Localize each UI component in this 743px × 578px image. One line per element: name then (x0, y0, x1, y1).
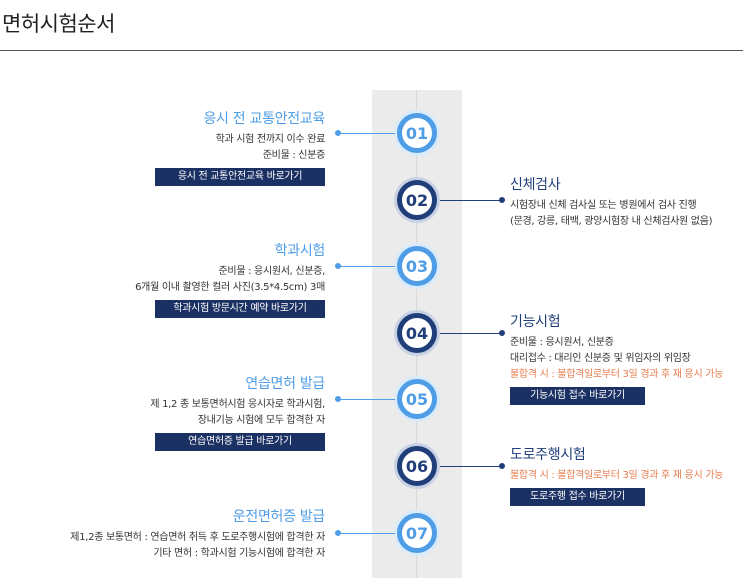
step-connector (340, 133, 395, 134)
step-link-button[interactable]: 기능시험 접수 바로가기 (510, 387, 645, 405)
step-link-button[interactable]: 연습면허증 발급 바로가기 (155, 433, 325, 451)
page-title: 면허시험순서 (2, 12, 115, 36)
step-circle-06: 06 (397, 446, 437, 486)
title-divider (0, 50, 743, 51)
step-connector-dot (499, 197, 505, 203)
step-circle-03: 03 (397, 246, 437, 286)
step-description-line: 제1,2종 보통면허 : 연습면허 취득 후 도로주행시험에 합격한 자 (70, 532, 325, 543)
step-button-row: 기능시험 접수 바로가기 (510, 383, 723, 405)
step-description-line: 대리접수 : 대리인 신분증 및 위임자의 위임장 (510, 353, 691, 364)
step-description-line: 시험장내 신체 검사실 또는 병원에서 검사 진행 (510, 200, 697, 211)
step-connector-dot (335, 130, 341, 136)
step-title: 신체검사 (510, 177, 561, 193)
step-circle-02: 02 (397, 180, 437, 220)
step-button-row: 연습면허증 발급 바로가기 (150, 429, 325, 451)
step-warning-line: 불합격 시 : 불합격일로부터 3일 경과 후 재 응시 가능 (510, 470, 724, 481)
step-description-line: 준비물 : 응시원서, 신분증 (510, 337, 614, 348)
step-description-line: 준비물 : 응시원서, 신분증, (218, 266, 326, 277)
step-connector (340, 399, 395, 400)
step-description-line: (문경, 강릉, 태백, 광양시험장 내 신체검사원 없음) (510, 216, 713, 227)
step-title: 학과시험 (274, 243, 326, 259)
step-description-line: 제 1,2 종 보통면허시험 응시자로 학과시험, (150, 399, 325, 410)
step-description-line: 기타 면허 : 학과시험 기능시험에 합격한 자 (153, 548, 325, 559)
step-connector (440, 200, 502, 201)
step-circle-07: 07 (397, 513, 437, 553)
step-title: 운전면허증 발급 (232, 509, 326, 525)
step-connector-dot (335, 396, 341, 402)
step-title: 도로주행시험 (510, 447, 586, 463)
step-circle-05: 05 (397, 379, 437, 419)
step-button-row: 도로주행 접수 바로가기 (510, 484, 723, 506)
step-button-row: 학과시험 방문시간 예약 바로가기 (135, 296, 325, 318)
step-link-button[interactable]: 응시 전 교통안전교육 바로가기 (155, 168, 325, 186)
step-connector (440, 466, 502, 467)
step-description-line: 학과 시험 전까지 이수 완료 (215, 134, 326, 145)
step-connector-dot (335, 263, 341, 269)
step-button-row: 응시 전 교통안전교육 바로가기 (155, 164, 325, 186)
step-warning-line: 불합격 시 : 불합격일로부터 3일 경과 후 재 응시 가능 (510, 369, 724, 380)
step-connector (340, 533, 395, 534)
step-connector-dot (499, 330, 505, 336)
step-connector-dot (499, 463, 505, 469)
step-title: 기능시험 (510, 314, 561, 330)
step-link-button[interactable]: 학과시험 방문시간 예약 바로가기 (155, 300, 325, 318)
step-description-line: 준비물 : 신분증 (262, 150, 326, 161)
step-circle-01: 01 (397, 113, 437, 153)
step-title: 연습면허 발급 (245, 376, 325, 392)
step-link-button[interactable]: 도로주행 접수 바로가기 (510, 488, 645, 506)
step-connector (340, 266, 395, 267)
step-title: 응시 전 교통안전교육 (203, 111, 325, 127)
step-description-line: 6개월 이내 촬영한 컬러 사진(3.5*4.5cm) 3매 (135, 282, 325, 293)
step-connector-dot (335, 530, 341, 536)
step-description-line: 장내기능 시험에 모두 합격한 자 (197, 415, 326, 426)
step-circle-04: 04 (397, 313, 437, 353)
step-connector (440, 333, 502, 334)
